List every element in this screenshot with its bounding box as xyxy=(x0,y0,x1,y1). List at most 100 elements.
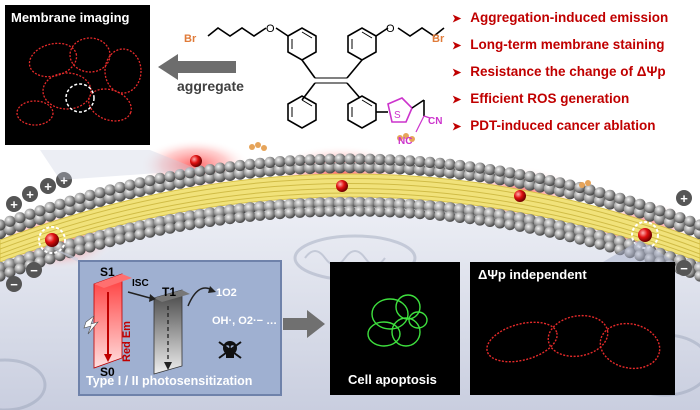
lipid-head xyxy=(674,212,686,224)
lipid-head xyxy=(43,209,57,222)
lipid-head xyxy=(564,179,576,191)
lipid-head xyxy=(373,161,387,174)
lipid-head xyxy=(64,195,76,207)
lipid-head xyxy=(274,156,286,168)
zoom-wedge-left xyxy=(40,150,200,180)
lipid-head xyxy=(644,201,656,214)
lipid-head xyxy=(114,181,126,194)
molecule-structure: Br O O Br S CN NC xyxy=(184,23,445,147)
lipid-head xyxy=(583,191,597,205)
lipid-head xyxy=(133,220,147,233)
lipid-head xyxy=(503,210,517,223)
lipid-head xyxy=(594,187,606,199)
lipid-head xyxy=(284,207,296,219)
lipid-head xyxy=(543,182,557,195)
lipid-head xyxy=(483,207,497,220)
lipid-head xyxy=(323,161,337,174)
lipid-head xyxy=(183,210,197,223)
lipid-head xyxy=(304,206,316,218)
lipid-head xyxy=(504,219,516,231)
lipid-head xyxy=(544,175,556,187)
lipid-head xyxy=(443,202,457,215)
lipid-head xyxy=(3,258,17,271)
lipid-head xyxy=(363,197,377,210)
lipid-head xyxy=(53,206,67,219)
lipid-head xyxy=(353,196,367,210)
lipid-head xyxy=(474,214,486,226)
lipid-head xyxy=(433,201,447,214)
lipid-head xyxy=(174,169,186,181)
lipid-head xyxy=(383,197,397,210)
jablonski-diagram: S1 S0 T1 ISC Red Em 1O2 OH·, O2·− … xyxy=(83,265,277,379)
lipid-head xyxy=(414,156,426,168)
lipid-head xyxy=(494,217,506,229)
lipid-head xyxy=(174,220,186,232)
lipid-head xyxy=(694,270,700,282)
dye-molecule xyxy=(190,155,202,167)
lipid-head xyxy=(184,219,196,231)
lipid-head xyxy=(204,215,216,227)
lipid-head xyxy=(434,209,446,221)
charge-signs-outer xyxy=(6,172,692,212)
independent-micrograph xyxy=(486,314,661,370)
lipid-head xyxy=(134,177,146,189)
skull-icon xyxy=(218,341,242,359)
lipid-head xyxy=(244,210,256,222)
lipid-head xyxy=(23,251,37,264)
lipid-head xyxy=(354,153,366,165)
lipid-head xyxy=(424,156,436,168)
lipid-head xyxy=(473,169,487,183)
lipid-head xyxy=(74,244,86,256)
feature-item: ➤Long-term membrane staining xyxy=(452,37,665,52)
lipid-head xyxy=(124,231,136,243)
lipid-head xyxy=(264,156,276,168)
lipid-head xyxy=(514,220,526,232)
lipid-head xyxy=(413,199,427,212)
lipid-head xyxy=(344,153,356,165)
lipid-head xyxy=(333,160,347,174)
lipid-head xyxy=(33,212,47,225)
lipid-head xyxy=(554,228,566,240)
lipid-head xyxy=(124,179,136,191)
lipid-head xyxy=(253,165,267,178)
lipid-head xyxy=(603,197,617,210)
lipid-head xyxy=(14,212,26,224)
feature-item: ➤Aggregation-induced emission xyxy=(452,10,669,25)
minus-sign: − xyxy=(30,263,38,278)
lipid-head xyxy=(223,168,237,181)
lipid-head xyxy=(154,224,166,236)
dye-highlight-ring xyxy=(38,226,66,254)
lipid-head xyxy=(364,153,376,165)
lipid-head xyxy=(324,153,336,165)
lipid-head xyxy=(4,215,16,227)
apoptosis-micrograph xyxy=(367,294,428,347)
s0-label: S0 xyxy=(100,365,115,379)
lipid-head xyxy=(573,189,587,202)
lipid-head xyxy=(563,186,577,200)
lipid-head xyxy=(63,238,77,251)
lipid-head xyxy=(643,209,657,222)
lipid-head xyxy=(633,206,647,219)
lipid-head xyxy=(654,205,666,217)
lipid-head xyxy=(193,208,207,222)
lipid-head xyxy=(484,164,496,176)
lipid-head xyxy=(374,153,386,166)
lipid-head xyxy=(684,215,696,227)
lipid-head xyxy=(533,216,547,229)
lipid-head xyxy=(533,180,547,193)
lipid-head xyxy=(524,222,536,234)
lipid-head xyxy=(153,180,167,193)
t1-label: T1 xyxy=(162,285,176,299)
lipid-head xyxy=(273,199,287,212)
lipid-head xyxy=(474,162,486,174)
lipid-head xyxy=(443,166,457,179)
lipid-head xyxy=(213,205,227,219)
lipid-head xyxy=(353,160,367,174)
lipid-head xyxy=(93,194,107,207)
lipid-head xyxy=(613,200,627,213)
lipid-head xyxy=(3,223,17,236)
lipid-head xyxy=(144,175,156,187)
lipid-head xyxy=(273,163,287,176)
red-emission-label: Red Em xyxy=(121,321,133,362)
lipid-head xyxy=(234,159,246,172)
